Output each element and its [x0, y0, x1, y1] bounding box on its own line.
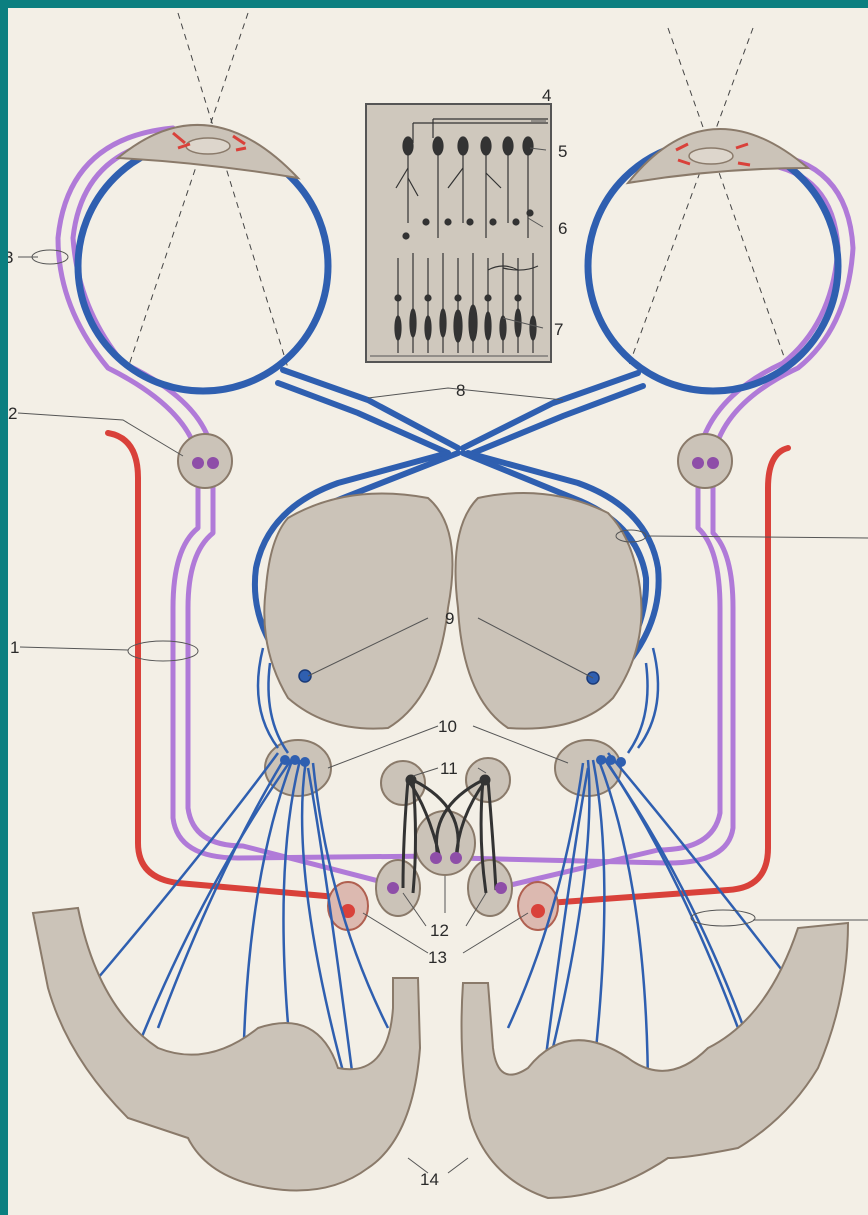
left-eye	[78, 125, 328, 391]
label-6: 6	[558, 219, 567, 238]
label-2: 2	[8, 404, 17, 423]
visual-pathway-diagram: 3 2 1 4 5 6 7 8 9 10 11 12 13 14	[8, 8, 868, 1215]
label-12: 12	[430, 921, 449, 940]
label-9: 9	[445, 609, 454, 628]
label-1: 1	[10, 638, 19, 657]
label-3: 3	[8, 248, 13, 267]
label-13: 13	[428, 948, 447, 967]
label-7: 7	[554, 320, 563, 339]
superior-cervical-ganglion-left	[178, 434, 232, 488]
superior-cervical-ganglion-right	[678, 434, 732, 488]
label-8: 8	[456, 381, 465, 400]
diagram-sheet: 3 2 1 4 5 6 7 8 9 10 11 12 13 14	[8, 8, 868, 1215]
label-10: 10	[438, 717, 457, 736]
label-4: 4	[542, 86, 551, 105]
right-eye	[588, 129, 838, 391]
label-14: 14	[420, 1170, 439, 1189]
label-5: 5	[558, 142, 567, 161]
label-11: 11	[440, 759, 458, 778]
